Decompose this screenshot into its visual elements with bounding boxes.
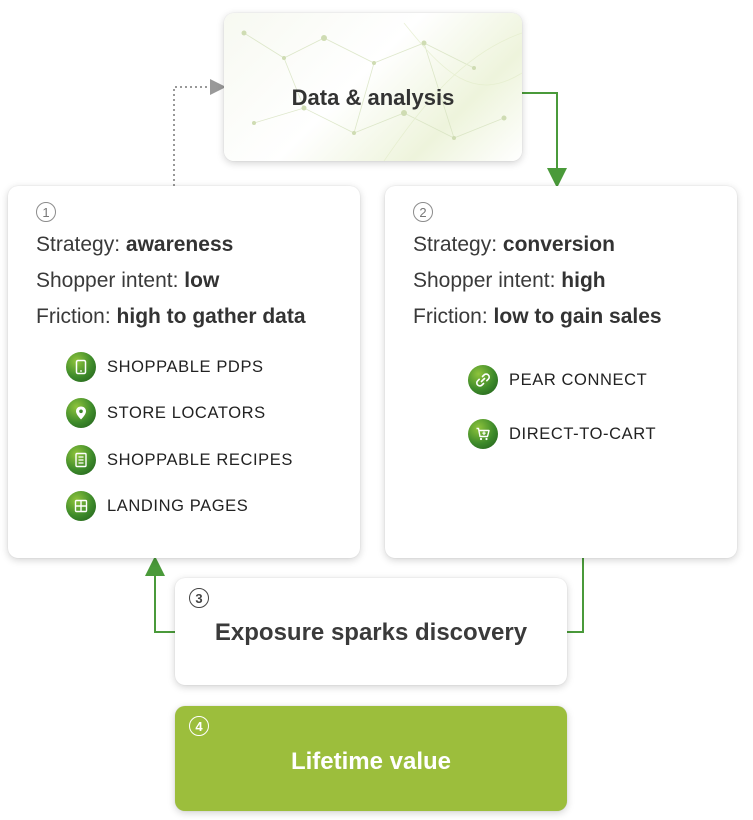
shopper-intent-label: Shopper intent:	[36, 269, 179, 292]
item-label: SHOPPABLE PDPS	[107, 357, 264, 376]
strategy-label: Strategy:	[413, 233, 498, 256]
friction-line: Friction: low to gain sales	[413, 305, 662, 329]
arrow-card1-to-data	[173, 79, 226, 186]
item-label: LANDING PAGES	[107, 496, 249, 515]
strategy-label: Strategy:	[36, 233, 121, 256]
awareness-strategy-card: 1 Strategy: awareness Shopper intent: lo…	[8, 186, 360, 558]
item-label: STORE LOCATORS	[107, 403, 266, 422]
list-item-shoppable-recipes: SHOPPABLE RECIPES	[66, 445, 293, 475]
step-number-2: 2	[413, 202, 433, 222]
arrow-card2-to-card3	[567, 558, 584, 633]
friction-value: high to gather data	[116, 305, 306, 328]
conversion-strategy-card: 2 Strategy: conversion Shopper intent: h…	[385, 186, 737, 558]
item-label: SHOPPABLE RECIPES	[107, 450, 293, 469]
lifetime-value-title: Lifetime value	[290, 748, 452, 775]
friction-label: Friction:	[36, 305, 111, 328]
item-label: DIRECT-TO-CART	[509, 424, 657, 443]
friction-value: low to gain sales	[493, 305, 662, 328]
exposure-sparks-discovery-title: Exposure sparks discovery	[214, 619, 528, 646]
list-item-landing-pages: LANDING PAGES	[66, 491, 248, 521]
data-analysis-title: Data & analysis	[291, 85, 455, 110]
step-number-1: 1	[36, 202, 56, 222]
shopper-intent-value: low	[184, 269, 220, 292]
step-number-3: 3	[189, 588, 209, 608]
lifetime-value-card: 4 Lifetime value	[175, 706, 567, 811]
strategy-value: conversion	[502, 233, 615, 256]
shopper-intent-line: Shopper intent: high	[413, 269, 606, 293]
link-icon	[468, 365, 498, 395]
strategy-value: awareness	[125, 233, 234, 256]
arrow-data-to-card2	[522, 92, 567, 188]
arrow-card3-to-card1	[145, 556, 175, 633]
exposure-sparks-discovery-card: 3 Exposure sparks discovery	[175, 578, 567, 685]
layout-grid-icon	[66, 491, 96, 521]
shopper-intent-value: high	[561, 269, 606, 292]
network-background-graphic	[241, 22, 522, 161]
shopper-intent-label: Shopper intent:	[413, 269, 556, 292]
strategy-line: Strategy: awareness	[36, 233, 233, 257]
list-item-shoppable-pdps: SHOPPABLE PDPS	[66, 352, 264, 382]
data-analysis-card: Data & analysis	[224, 13, 522, 161]
list-item-store-locators: STORE LOCATORS	[66, 398, 266, 428]
cart-icon	[468, 419, 498, 449]
list-item-pear-connect: PEAR CONNECT	[468, 365, 647, 395]
friction-line: Friction: high to gather data	[36, 305, 306, 329]
friction-label: Friction:	[413, 305, 488, 328]
tablet-icon	[66, 352, 96, 382]
list-item-direct-to-cart: DIRECT-TO-CART	[468, 419, 656, 449]
strategy-line: Strategy: conversion	[413, 233, 615, 257]
recipe-card-icon	[66, 445, 96, 475]
map-pin-icon	[66, 398, 96, 428]
item-label: PEAR CONNECT	[509, 370, 648, 389]
step-number-4: 4	[189, 716, 209, 736]
shopper-intent-line: Shopper intent: low	[36, 269, 219, 293]
